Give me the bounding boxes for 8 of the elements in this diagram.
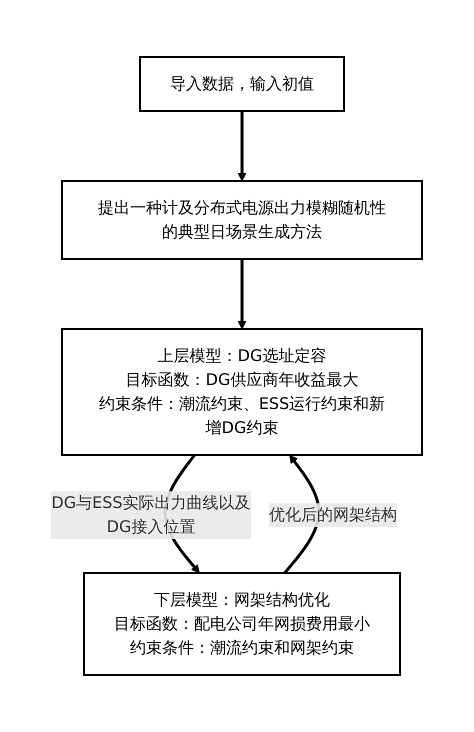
- arrow: [238, 111, 247, 182]
- node-box: 下层模型：网架结构优化 目标函数：配电公司年网损费用最小 约束条件：潮流约束和网架约束: [84, 572, 402, 676]
- edge-label: DG与ESS实际出力曲线以及DG接入位置: [52, 493, 252, 536]
- node-box: 上层模型：DG选址定容 目标函数：DG供应商年收益最大 约束条件：潮流约束、ESS运行约束和新增DG约束: [62, 328, 424, 456]
- edge-label: 优化后的网架结构: [270, 505, 398, 524]
- node-box: 导入数据，输入初值: [140, 56, 346, 112]
- node-box: 提出一种计及分布式电源出力模糊随机性的典型日场景生成方法: [62, 180, 424, 260]
- arrow: [238, 259, 247, 330]
